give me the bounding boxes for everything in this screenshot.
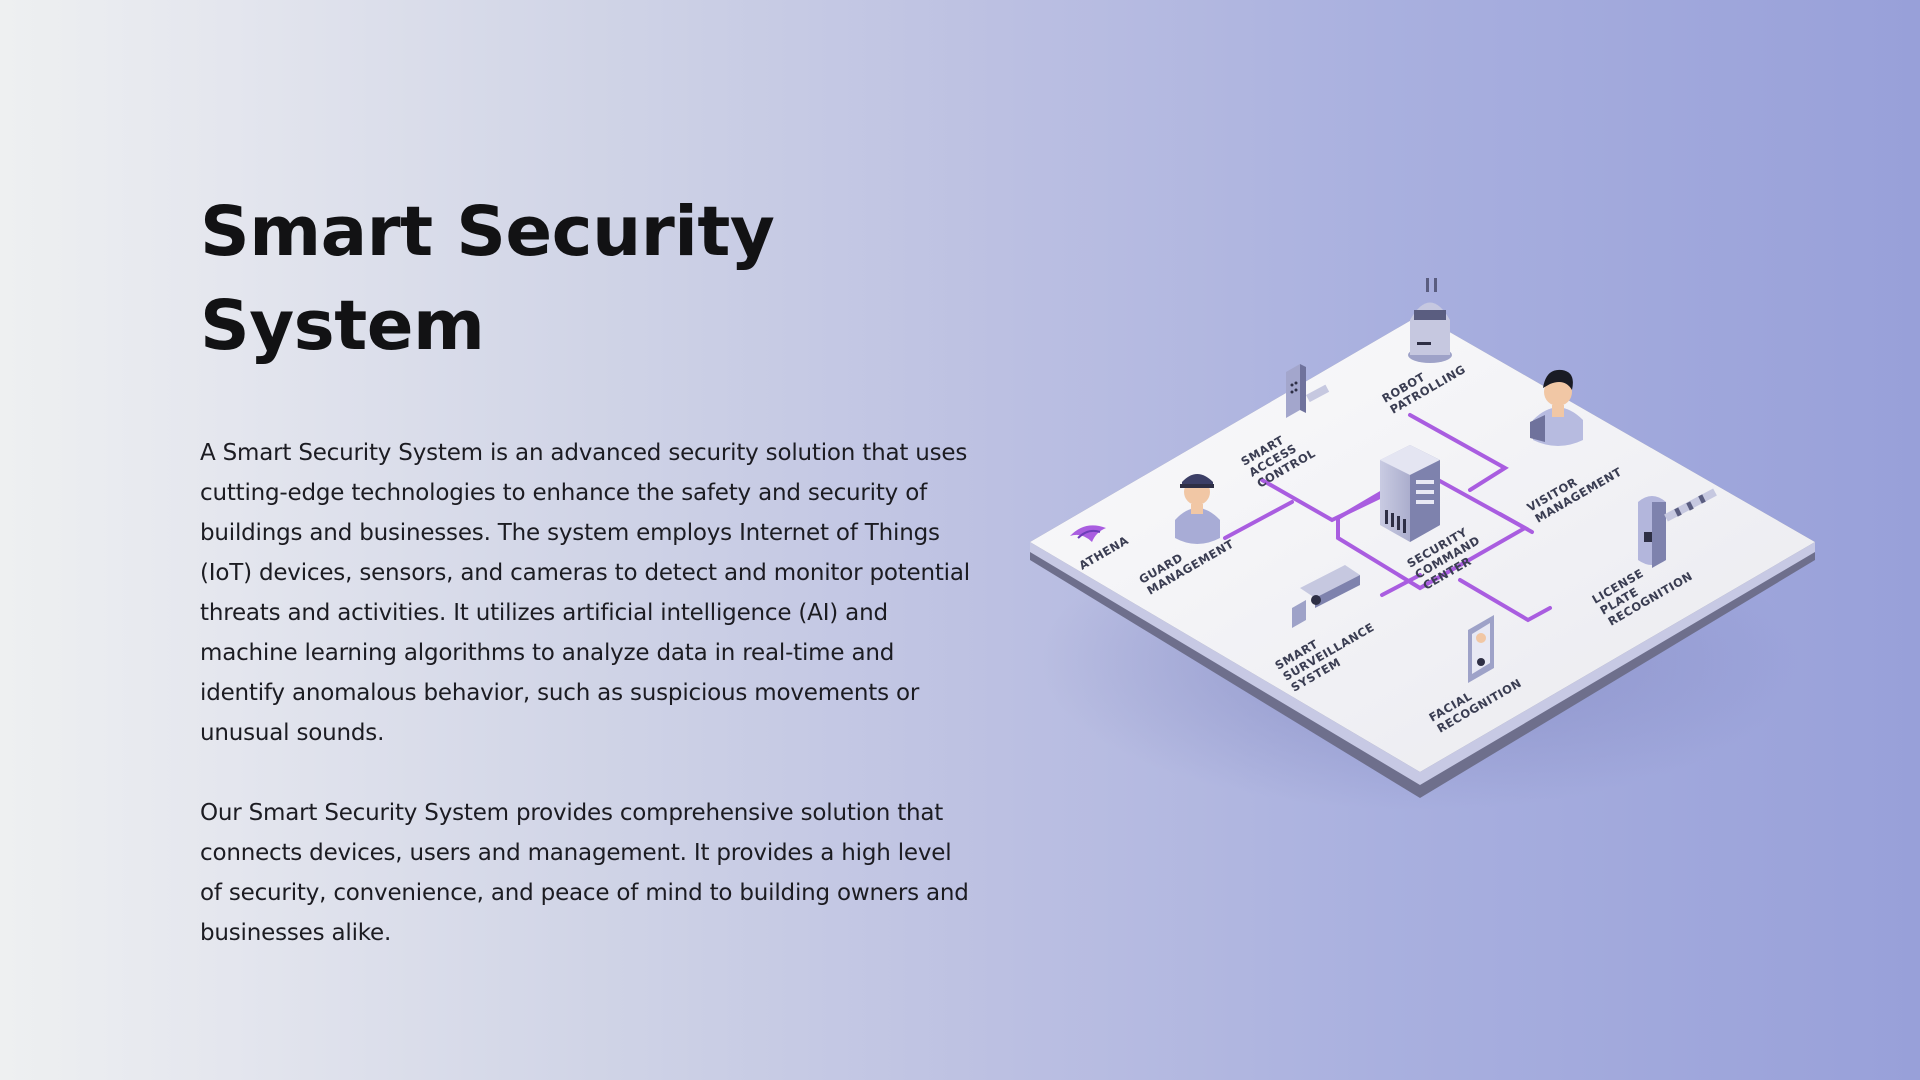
security-system-illustration: ATHENA ROBOT PATROLLING SMART ACCESS CON… [1000, 270, 1860, 870]
page-title: Smart Security System [200, 192, 775, 366]
robot-icon [1408, 278, 1452, 363]
athena-logo [1070, 525, 1106, 542]
connection-lines [1223, 413, 1552, 623]
intro-paragraph: A Smart Security System is an advanced s… [200, 440, 970, 746]
guard-icon [1175, 474, 1220, 544]
phone-icon [1468, 615, 1494, 683]
text-column: Smart Security System A Smart Security S… [200, 185, 980, 953]
visitor-icon [1530, 369, 1583, 446]
server-tower-icon [1380, 445, 1440, 542]
keypad-icon [1286, 364, 1330, 418]
barrier-icon [1638, 488, 1717, 568]
camera-icon [1292, 565, 1360, 628]
platform [1030, 315, 1815, 798]
solution-paragraph: Our Smart Security System provides compr… [200, 800, 969, 946]
